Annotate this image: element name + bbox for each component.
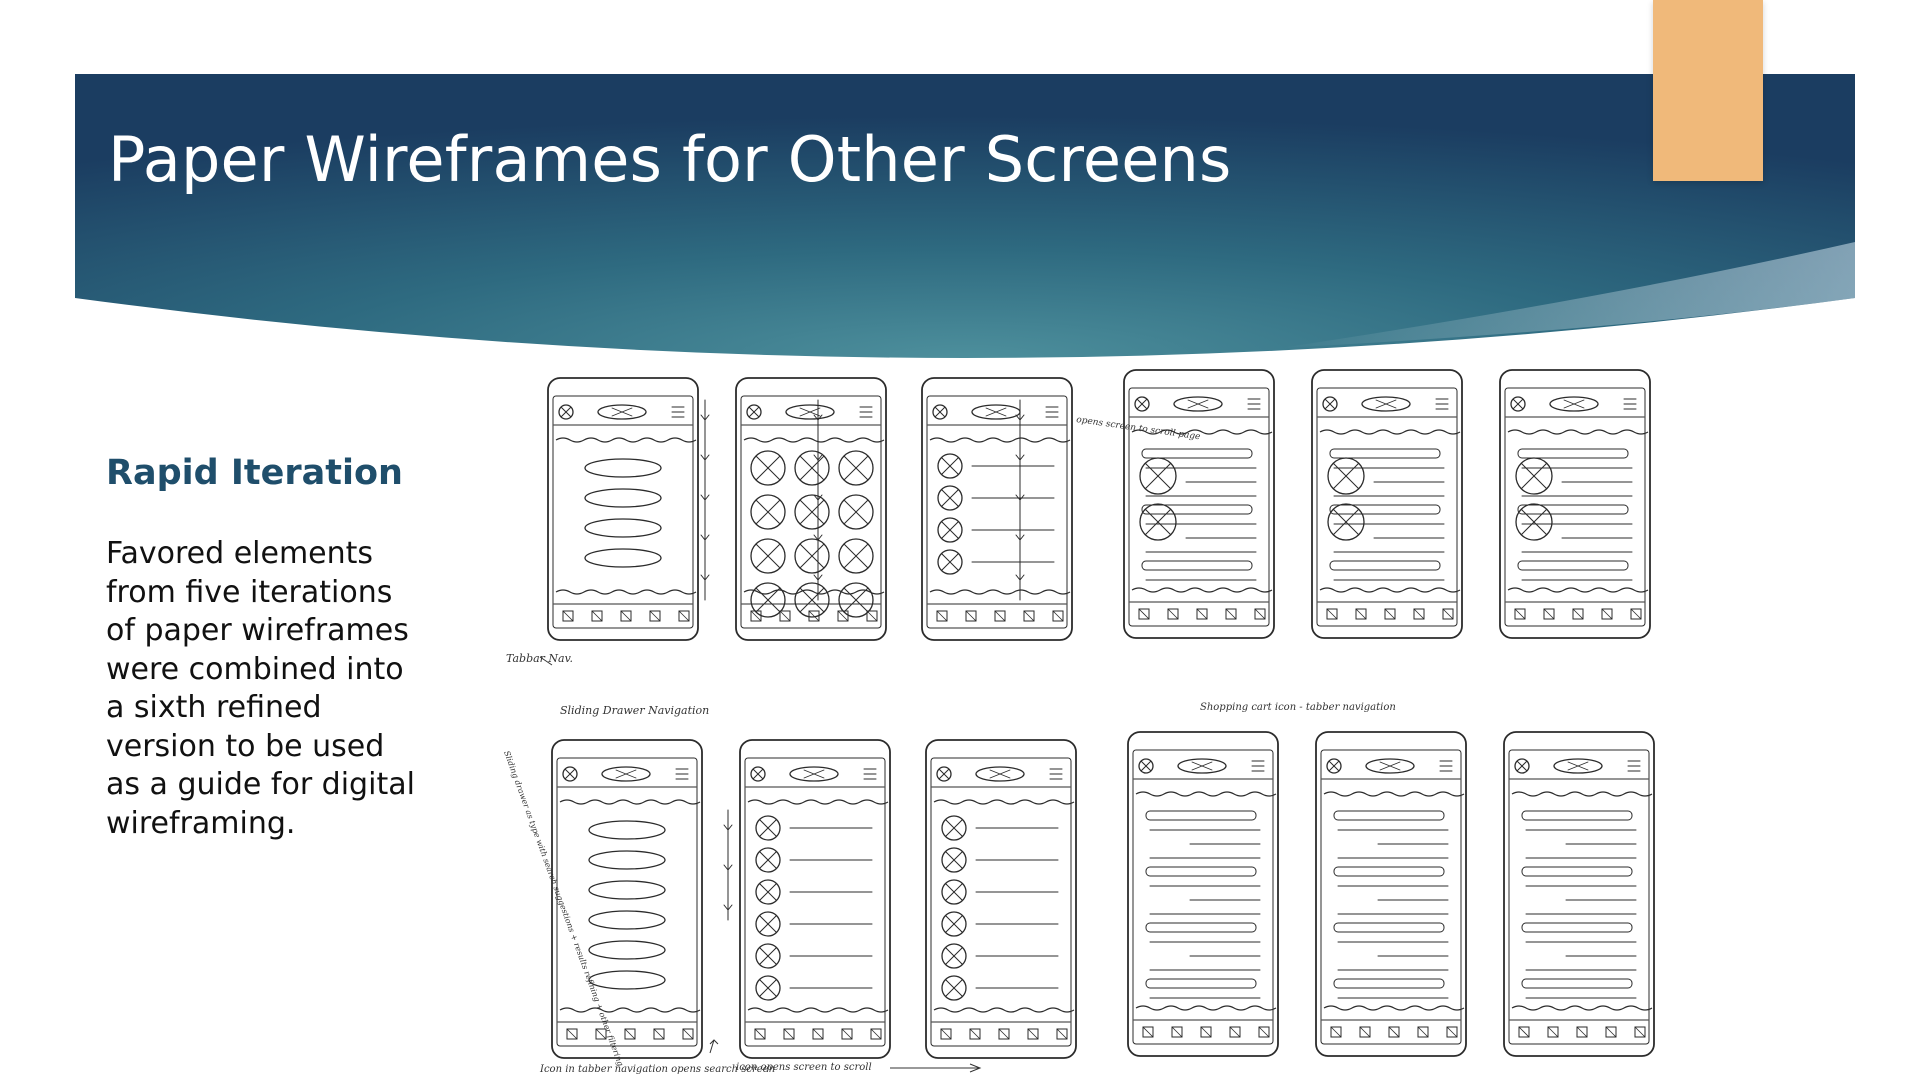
section-body-text: Favored elements from five iterations of… bbox=[106, 536, 415, 841]
note-icon-opens-scroll: icon opens screen to scroll bbox=[736, 1062, 872, 1073]
phone-sketch bbox=[925, 739, 1077, 1059]
note-tabbar-nav: Tabbar Nav. bbox=[506, 652, 573, 665]
phone-sketch bbox=[547, 377, 699, 641]
phone-sketch bbox=[1315, 731, 1467, 1057]
phone-sketch bbox=[551, 739, 703, 1059]
phone-sketch bbox=[1499, 369, 1651, 639]
phone-sketch bbox=[739, 739, 891, 1059]
phone-sketch bbox=[1123, 369, 1275, 639]
scroll-marker bbox=[700, 399, 710, 601]
phone-sketch bbox=[1311, 369, 1463, 639]
phone-sketch bbox=[1503, 731, 1655, 1057]
phone-sketch bbox=[921, 377, 1073, 641]
scroll-marker bbox=[723, 809, 733, 921]
slide-title: Paper Wireframes for Other Screens bbox=[108, 123, 1232, 196]
phone-sketch bbox=[1127, 731, 1279, 1057]
accent-tab bbox=[1653, 0, 1763, 181]
title-banner bbox=[75, 74, 1855, 358]
scroll-marker bbox=[1015, 399, 1025, 601]
note-sliding-drawer-navigation: Sliding Drawer Navigation bbox=[560, 704, 709, 717]
scroll-marker bbox=[813, 399, 823, 601]
note-icon-opens-search: Icon in tabber navigation opens search s… bbox=[539, 1064, 775, 1075]
phone-sketches bbox=[547, 369, 1655, 1059]
section-subheading: Rapid Iteration bbox=[106, 453, 403, 493]
paper-wireframes-sketch: Tabbar Nav. Sliding Drawer Navigation op… bbox=[502, 369, 1655, 1075]
phone-sketch bbox=[735, 377, 887, 641]
note-shopping-cart: Shopping cart icon - tabber navigation bbox=[1200, 702, 1396, 713]
